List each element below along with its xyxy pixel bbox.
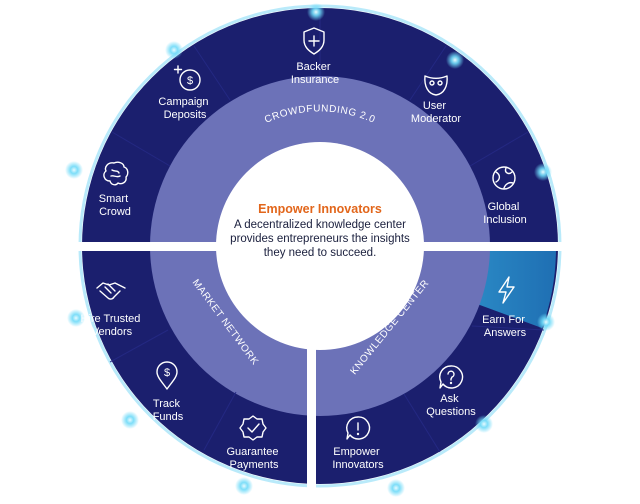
center-body: A decentralized knowledge center provide… xyxy=(230,219,410,259)
brain-icon xyxy=(103,161,129,186)
label-track-funds: Track Funds xyxy=(153,398,184,423)
lightning-icon xyxy=(498,276,515,304)
mask-icon xyxy=(424,75,448,96)
coin-plus-icon: $ xyxy=(173,65,201,91)
label-smart-crowd: Smart Crowd xyxy=(99,193,131,218)
dollar-pin-icon: $ xyxy=(156,361,178,390)
exclamation-bubble-icon xyxy=(346,416,371,440)
svg-text:$: $ xyxy=(187,75,193,87)
handshake-icon xyxy=(96,282,126,300)
section-gap-vertical xyxy=(307,246,316,504)
check-badge-icon xyxy=(239,415,267,441)
label-global-inclusion: Global Inclusion xyxy=(483,201,526,226)
center-text: Empower Innovators A decentralized knowl… xyxy=(230,202,410,260)
svg-text:$: $ xyxy=(164,367,170,379)
label-empower-innovators: Empower Innovators xyxy=(332,446,384,471)
rim-glow-nodes xyxy=(65,3,555,497)
segment-dividers xyxy=(109,8,545,453)
label-backer-insurance: Backer Insurance xyxy=(291,61,339,86)
center-disc xyxy=(216,142,424,350)
shield-plus-icon xyxy=(303,27,325,55)
question-bubble-icon xyxy=(439,365,464,389)
label-hire-trusted-vendors: Hire Trusted Vendors xyxy=(81,313,144,338)
center-title: Empower Innovators xyxy=(258,202,382,216)
label-campaign-deposits: Campaign Deposits xyxy=(158,96,211,121)
label-user-moderator: User Moderator xyxy=(411,100,461,125)
label-ask-questions: Ask Questions xyxy=(426,393,476,418)
label-earn-for-answers: Earn For Answers xyxy=(482,314,528,339)
globe-icon xyxy=(492,166,516,190)
label-guarantee-payments: Guarantee Payments xyxy=(226,446,281,471)
